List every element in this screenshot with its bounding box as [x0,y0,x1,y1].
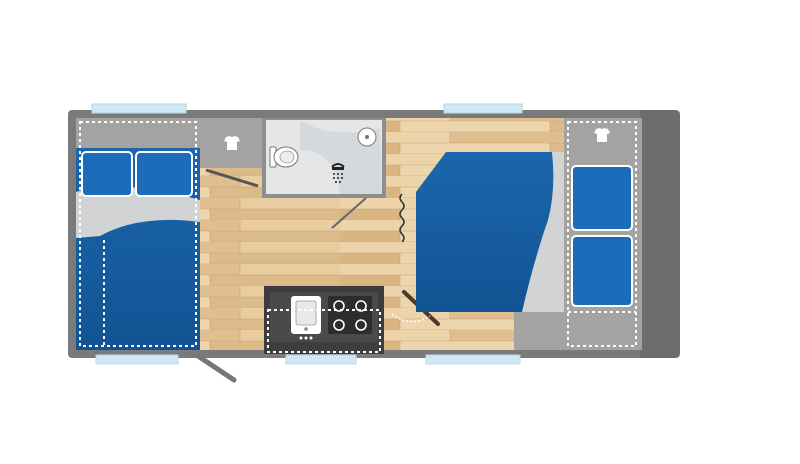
window-mid-top [443,103,523,114]
sink-icon [357,127,377,147]
window-kitchen-bottom [285,354,357,365]
front-bed-mattress [416,152,568,312]
cushion [571,235,633,307]
entrance-door [195,353,237,383]
window-rear-bottom [95,354,179,365]
windows [91,103,523,365]
pillow [81,151,133,197]
seating [564,118,642,350]
tshirt-icon [224,136,240,150]
curtain [399,193,405,243]
kitchen [264,286,384,354]
toilet-icon [269,146,299,168]
bathroom-door [331,197,367,229]
rear-bed [76,118,200,350]
front-cabinet [514,312,564,350]
sink-icon [291,296,321,334]
front-bed [416,152,568,312]
bathroom [262,118,386,229]
pillow [135,151,193,197]
tshirt-icon [594,128,610,142]
cushion [571,165,633,231]
hob-icon [328,296,372,334]
shower-icon [331,163,345,183]
wardrobe-rear [200,118,262,188]
window-rear-top [91,103,187,114]
window-mid-bottom [425,354,521,365]
